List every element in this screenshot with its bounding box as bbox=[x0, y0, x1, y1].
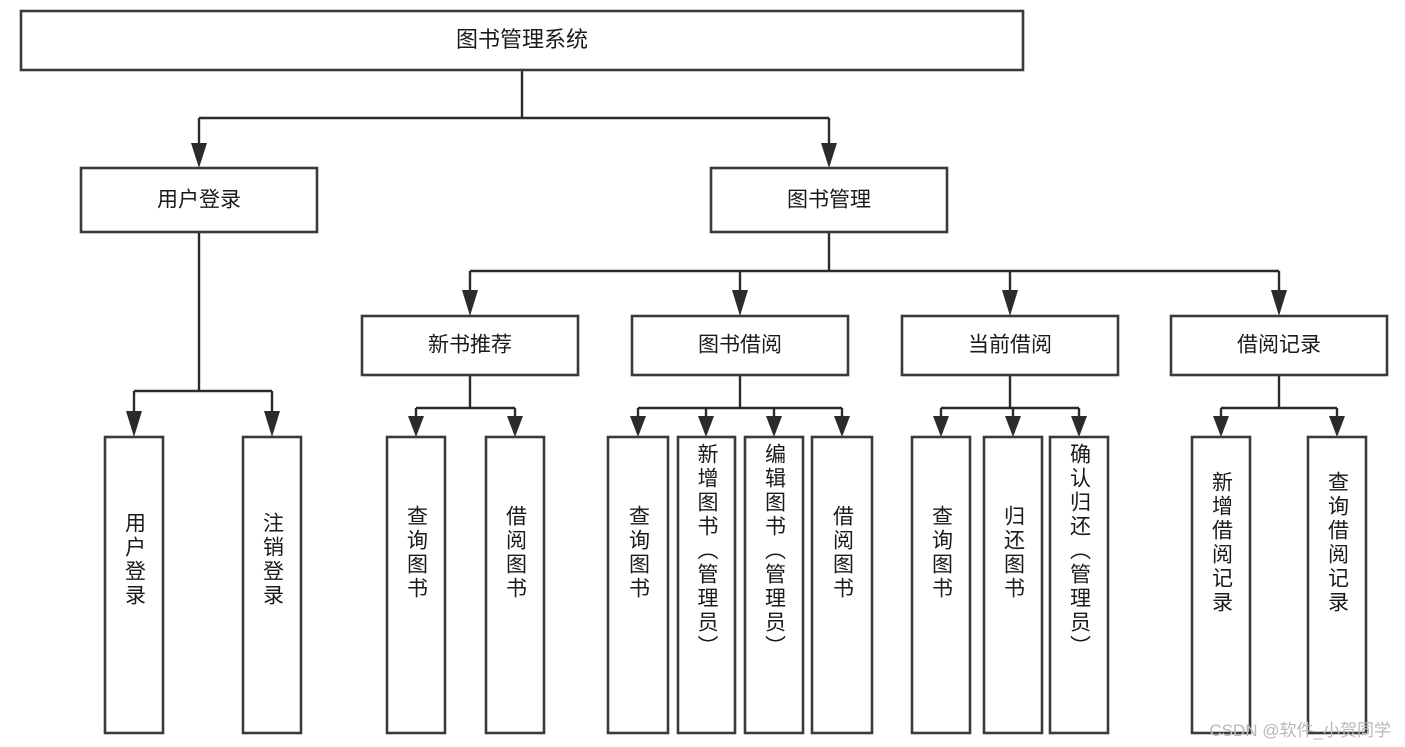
leaf-box-edit-book-admin[interactable] bbox=[743, 435, 805, 735]
connector-current-borrow-to-leaves bbox=[933, 375, 1087, 437]
node-book-borrow[interactable]: 图书借阅 bbox=[630, 314, 850, 377]
leaf-box-borrow-book-2[interactable] bbox=[810, 435, 874, 735]
node-borrow-record-label: 借阅记录 bbox=[1237, 334, 1321, 357]
leaf-box-query-book-1[interactable] bbox=[385, 435, 447, 735]
node-book-management[interactable]: 图书管理 bbox=[709, 166, 949, 234]
connector-new-book-to-leaves bbox=[408, 375, 523, 437]
connector-book-borrow-to-leaves bbox=[630, 375, 850, 437]
leaf-box-user-login[interactable] bbox=[103, 435, 165, 735]
leaf-box-add-book-admin[interactable] bbox=[676, 435, 737, 735]
connector-borrow-record-to-leaves bbox=[1213, 375, 1345, 437]
node-borrow-record[interactable]: 借阅记录 bbox=[1169, 314, 1389, 377]
leaf-box-query-book-3[interactable] bbox=[910, 435, 972, 735]
node-root-label: 图书管理系统 bbox=[456, 27, 588, 52]
leaf-box-confirm-return[interactable] bbox=[1048, 435, 1110, 735]
node-root[interactable]: 图书管理系统 bbox=[19, 9, 1025, 72]
node-user-login[interactable]: 用户登录 bbox=[79, 166, 319, 234]
node-book-management-label: 图书管理 bbox=[787, 189, 871, 212]
connector-root-to-level2 bbox=[191, 70, 837, 168]
node-new-book-recommend[interactable]: 新书推荐 bbox=[360, 314, 580, 377]
node-user-login-label: 用户登录 bbox=[157, 189, 241, 212]
leaf-box-query-record[interactable] bbox=[1306, 435, 1368, 735]
connector-user-login-to-leaves bbox=[126, 232, 280, 437]
node-new-book-recommend-label: 新书推荐 bbox=[428, 334, 512, 357]
connector-level2-to-level3 bbox=[462, 232, 1287, 316]
leaf-box-borrow-book-1[interactable] bbox=[484, 435, 546, 735]
leaf-box-query-book-2[interactable] bbox=[606, 435, 670, 735]
leaf-box-logout[interactable] bbox=[241, 435, 303, 735]
leaf-box-add-record[interactable] bbox=[1190, 435, 1252, 735]
node-current-borrow[interactable]: 当前借阅 bbox=[900, 314, 1120, 377]
node-book-borrow-label: 图书借阅 bbox=[698, 334, 782, 357]
leaf-box-return-book[interactable] bbox=[982, 435, 1044, 735]
node-current-borrow-label: 当前借阅 bbox=[968, 334, 1052, 357]
